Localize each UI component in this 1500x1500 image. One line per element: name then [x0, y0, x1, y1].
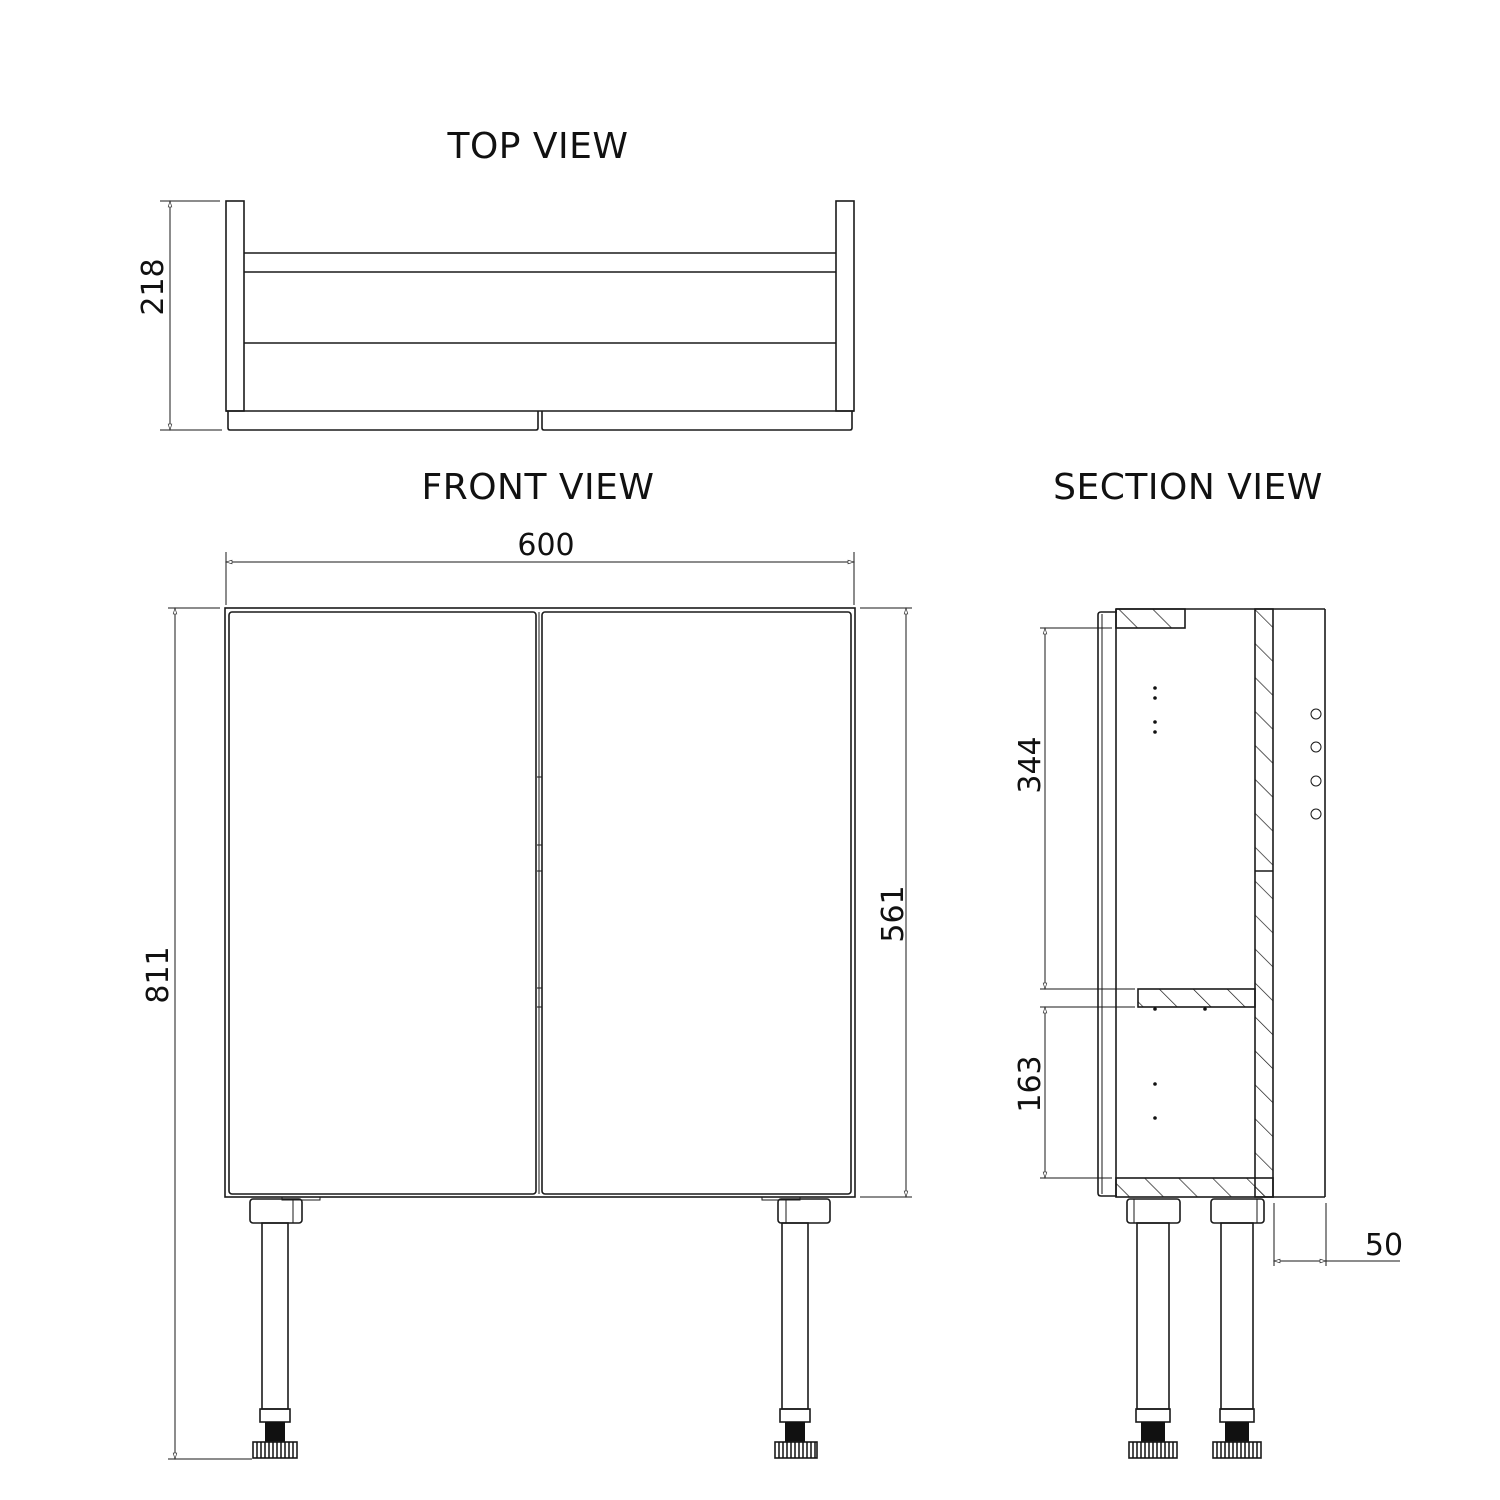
front-right-leg: [761, 1196, 831, 1459]
side-panel-holes: [1310, 708, 1322, 820]
top-view-title: TOP VIEW: [446, 126, 628, 167]
top-left-door: [227, 411, 539, 431]
top-right-door: [541, 411, 853, 431]
front-left-leg: [249, 1196, 321, 1459]
front-view: FRONT VIEW 600: [141, 467, 912, 1461]
section-rear-leg: [1210, 1198, 1265, 1459]
left-door: [228, 611, 537, 1195]
section-back-panel: [1254, 608, 1274, 1198]
section-bottom-panel: [1115, 1177, 1274, 1198]
section-top-rail: [1115, 608, 1186, 629]
overall-height-dimension-label: 811: [141, 946, 176, 1003]
section-view: SECTION VIEW: [1013, 467, 1403, 1459]
upper-compartment-dimension-label: 344: [1013, 736, 1048, 793]
section-view-title: SECTION VIEW: [1053, 467, 1323, 508]
top-right-panel: [835, 200, 855, 412]
right-door: [541, 611, 852, 1195]
cabinet-height-dimension-label: 561: [876, 885, 911, 942]
lower-compartment-dimension-label: 163: [1013, 1055, 1048, 1112]
section-shelf: [1137, 988, 1256, 1008]
section-front-leg: [1126, 1198, 1181, 1459]
rear-offset-dimension-label: 50: [1365, 1228, 1403, 1263]
depth-dimension-label: 218: [136, 258, 171, 315]
shelf-pin-holes: [1153, 686, 1207, 1120]
cabinet-carcass: [224, 607, 856, 1198]
top-left-panel: [225, 200, 245, 412]
section-door: [1097, 611, 1117, 1197]
front-view-title: FRONT VIEW: [421, 467, 654, 508]
top-view: TOP VIEW 218: [136, 126, 855, 432]
width-dimension-label: 600: [517, 528, 574, 563]
